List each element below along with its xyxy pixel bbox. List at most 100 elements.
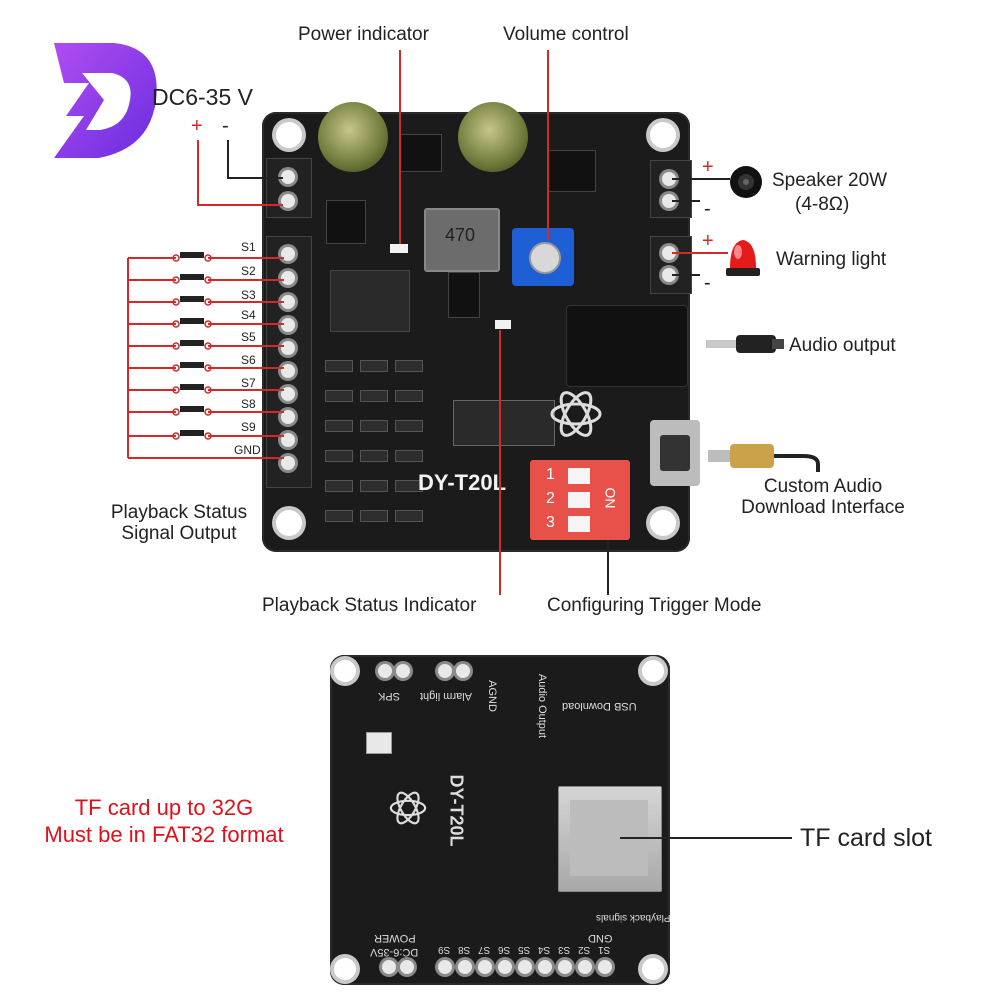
power-terminal [266,158,312,218]
speaker-impedance-label: (4-8Ω) [795,194,850,215]
back-silk-usb: USB Download [562,700,637,712]
header-pin [281,295,295,309]
power-pin [281,194,295,208]
mount-hole [642,660,664,682]
warning-light-label: Warning light [776,249,887,270]
power-led [390,244,408,253]
smd-resistor [360,360,388,372]
mount-hole [276,510,302,536]
light-plus-label: + [702,230,714,252]
switch-label: S8 [241,397,256,411]
header-pin [281,364,295,378]
tf-leader-line [620,837,792,839]
potentiometer-knob [529,242,561,274]
smd-resistor [360,510,388,522]
usb-cable-icon [708,444,820,472]
atom-logo-icon [389,791,427,825]
mount-hole [642,958,664,980]
header-pin [281,318,295,332]
header-pin [281,433,295,447]
atom-logo-icon [550,391,602,437]
back-silk-spk: SPK [378,690,401,702]
back-silk-alarm: Alarm light [420,690,472,702]
playback-status-line2: Signal Output [121,523,237,544]
custom-audio-label: Custom Audio Download Interface [708,476,938,518]
leader-lines [127,50,730,595]
header-pin [281,456,295,470]
header-pin [281,341,295,355]
playback-status-output-label: Playback Status Signal Output [84,502,274,544]
smd-resistor [360,420,388,432]
light-pin [662,268,676,282]
tf-card-slot-label: TF card slot [800,824,932,852]
smd-resistor [360,480,388,492]
back-silk-gnd: GND [588,932,613,944]
chip [400,134,442,172]
smd-resistor [325,390,353,402]
back-pin-label: S1 [598,944,611,955]
smd-resistor [325,360,353,372]
speaker-pin [662,172,676,186]
back-silk-agnd: AGND [485,680,498,712]
capacitor [458,102,528,172]
back-pin-label: S8 [458,944,471,955]
smd-resistor [395,450,423,462]
back-pin-label: S2 [578,944,591,955]
back-silk-audio: Audio Output [536,673,549,739]
speaker-pin [662,194,676,208]
inductor-label: 470 [444,225,476,245]
chip [326,200,366,244]
mount-hole [650,122,676,148]
chip [548,150,596,192]
switch-label: S9 [241,420,256,434]
tf-note-line2: Must be in FAT32 format [44,822,284,847]
switch-label: S3 [241,288,256,302]
power-pin [281,170,295,184]
power-minus-label: - [222,115,229,137]
trigger-mode-label: Configuring Trigger Mode [547,595,762,616]
dip-number: 3 [546,514,555,531]
back-pin-label: S5 [518,944,531,955]
audio-jack-icon [706,335,784,353]
inductor [424,208,500,272]
board-model: DY-T20L [418,470,507,495]
speaker-icon [730,166,762,198]
switch-label: S7 [241,376,256,390]
custom-audio-line2: Download Interface [741,497,905,518]
warning-light-icon [726,240,760,276]
mount-hole [334,958,356,980]
audio-jack [566,305,688,387]
switch-label: S4 [241,308,256,322]
switch-label: S6 [241,353,256,367]
tf-note-line1: TF card up to 32G [74,795,254,820]
header-pin [281,271,295,285]
switch-label: S2 [241,264,256,278]
brand-logo-icon [54,43,157,158]
back-pin-label: S6 [498,944,511,955]
speaker-terminal [650,160,692,218]
back-silk-dc: DC:6-35V [370,946,419,958]
mount-hole [650,510,676,536]
back-pin-label: S9 [438,944,451,955]
volume-control-label: Volume control [503,24,629,45]
back-pin-label: S4 [538,944,551,955]
mount-hole [276,122,302,148]
smd-resistor [325,480,353,492]
tf-card-note: TF card up to 32G Must be in FAT32 forma… [14,794,314,848]
back-pin-label: S7 [478,944,491,955]
back-chip [366,732,392,754]
speaker-minus-label: - [704,198,711,220]
power-indicator-label: Power indicator [298,24,429,45]
dc-voltage-label: DC6-35 V [152,84,253,110]
chip [453,400,555,446]
power-plus-label: + [191,115,203,137]
playback-status-indicator-label: Playback Status Indicator [262,595,477,616]
switch-label: S1 [241,240,256,254]
dip-number: 1 [546,466,555,483]
back-silk-power: POWER [374,932,416,944]
smd-resistor [360,450,388,462]
push-switch-icon [180,252,204,436]
chip [330,270,410,332]
smd-resistor [325,450,353,462]
dip-number: 2 [546,490,555,507]
